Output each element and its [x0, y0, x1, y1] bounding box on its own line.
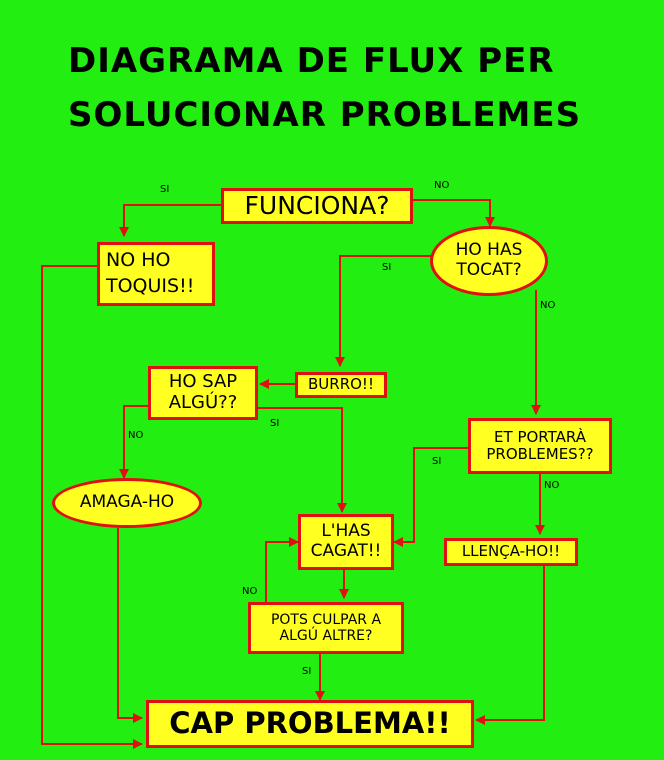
- node-amaga-ho: AMAGA-HO: [52, 478, 202, 528]
- edge-funciona-si: [119, 204, 222, 237]
- label-sap-si: SI: [270, 418, 280, 429]
- node-et-portara: ET PORTARÀ PROBLEMES??: [468, 418, 612, 474]
- label-culpar-no: NO: [242, 586, 258, 597]
- label-culpar-si: SI: [302, 666, 312, 677]
- diagram-title-line-1: DIAGRAMA DE FLUX PER: [68, 41, 555, 81]
- node-ho-sap-algu: HO SAP ALGÚ??: [148, 366, 258, 420]
- label-funciona-si: SI: [160, 184, 170, 195]
- node-no-ho-toquis: NO HO TOQUIS!!: [97, 242, 215, 306]
- label-tocat-si: SI: [382, 262, 392, 273]
- edge-llenca-cap: [475, 564, 545, 725]
- diagram-title-line-2: SOLUCIONAR PROBLEMES: [68, 95, 582, 135]
- edge-sap-no: [119, 405, 150, 479]
- label-portara-no: NO: [544, 480, 560, 491]
- edge-tocat-si: [335, 255, 432, 367]
- label-sap-no: NO: [128, 430, 144, 441]
- node-burro: BURRO!!: [295, 372, 387, 398]
- node-funciona: FUNCIONA?: [221, 188, 413, 224]
- label-funciona-no: NO: [434, 180, 450, 191]
- node-ho-has-tocat: HO HAS TOCAT?: [430, 226, 548, 296]
- node-cap-problema: CAP PROBLEMA!!: [146, 700, 474, 748]
- node-pots-culpar: POTS CULPAR A ALGÚ ALTRE?: [248, 602, 404, 654]
- edge-culpar-no: [265, 537, 299, 604]
- label-portara-si: SI: [432, 456, 442, 467]
- edge-toquis-cap: [41, 265, 143, 749]
- edge-amaga-cap: [117, 528, 143, 723]
- label-tocat-no: NO: [540, 300, 556, 311]
- edge-portara-si: [393, 447, 470, 547]
- node-llenca-ho: LLENÇA-HO!!: [444, 538, 578, 566]
- edge-funciona-no: [412, 199, 495, 227]
- edge-sap-si: [258, 407, 347, 513]
- node-lhas-cagat: L'HAS CAGAT!!: [298, 514, 394, 570]
